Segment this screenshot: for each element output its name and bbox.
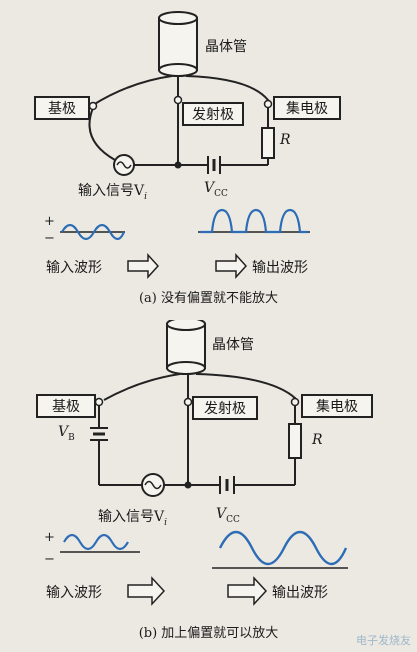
collector-box-b: 集电极 [301, 394, 373, 418]
vcc-label: VCC [204, 180, 228, 199]
transistor-label: 晶体管 [205, 39, 247, 55]
panel-b-with-bias: 晶体管 基极 发射极 集电极 R VB 输入信号Vi VCC + − 输入波形 … [0, 320, 417, 652]
input-signal-sub: i [144, 191, 148, 202]
base-box: 基极 [34, 96, 90, 120]
battery-vb [90, 427, 108, 441]
wires-b [98, 373, 296, 486]
battery-vcc-a [207, 156, 221, 174]
vcc-sub: CC [214, 188, 228, 199]
input-waveform-label-b: 输入波形 [46, 585, 102, 601]
watermark-logo: 电子发烧友 [356, 634, 411, 647]
arrow-input-b [127, 576, 166, 606]
input-waveform-label: 输入波形 [46, 260, 102, 276]
terminal-emitter-a [173, 95, 183, 105]
vb-label: VB [58, 424, 75, 443]
arrow-output-a [215, 253, 248, 279]
junction-dot [174, 161, 182, 169]
resistor-label-b: R [312, 432, 323, 448]
transistor-label-b: 晶体管 [212, 337, 254, 353]
vb-sub: B [68, 432, 75, 443]
caption-a: (a) 没有偏置就不能放大 [138, 291, 279, 306]
caption-b: (b) 加上偏置就可以放大 [138, 626, 279, 641]
output-waveform-label-b: 输出波形 [272, 585, 328, 601]
arrow-input-a [127, 253, 160, 279]
terminal-collector-b [290, 397, 300, 407]
vcc-sub-b: CC [226, 514, 240, 525]
input-waveform-a [60, 223, 126, 241]
resistor-label: R [280, 132, 291, 148]
plus-sign-b: + [44, 530, 55, 545]
transistor-a [158, 11, 198, 77]
input-signal-text-b: 输入信号V [98, 509, 165, 525]
battery-vcc-b [219, 476, 235, 494]
ac-source-a [113, 154, 135, 176]
transistor-b [166, 320, 206, 375]
terminal-base-a [88, 101, 98, 111]
minus-sign-b: − [44, 552, 55, 567]
vcc-label-b: VCC [216, 506, 240, 525]
resistor-b [288, 423, 302, 459]
emitter-box: 发射极 [182, 102, 244, 126]
output-waveform-b [212, 530, 348, 569]
circuit-b-drawing [60, 320, 348, 606]
emitter-box-b: 发射极 [192, 396, 258, 420]
vcc-text: V [204, 180, 215, 196]
terminal-collector-a [263, 99, 273, 109]
output-waveform-a [198, 208, 310, 234]
terminal-emitter-b [183, 397, 193, 407]
vcc-text-b: V [216, 506, 227, 522]
minus-sign: − [44, 231, 55, 246]
output-waveform-label: 输出波形 [252, 260, 308, 276]
circuit-a-drawing [60, 11, 310, 279]
input-signal-sub-b: i [164, 517, 168, 528]
input-signal-label: 输入信号Vi [78, 180, 147, 202]
junction-dot-b [184, 481, 192, 489]
arrow-output-b [227, 576, 268, 606]
resistor-a [261, 127, 275, 159]
input-waveform-b [60, 533, 140, 553]
input-signal-text: 输入信号V [78, 183, 145, 199]
vb-text: V [58, 424, 69, 440]
collector-box: 集电极 [273, 96, 341, 120]
ac-source-b [141, 473, 165, 497]
base-box-b: 基极 [36, 394, 96, 418]
input-signal-label-b: 输入信号Vi [98, 506, 167, 528]
plus-sign: + [44, 214, 55, 229]
terminal-base-b [94, 397, 104, 407]
panel-a-no-bias: 晶体管 基极 发射极 集电极 R 输入信号Vi VCC + − 输入波形 输出波… [0, 0, 417, 320]
wires-a [88, 75, 269, 166]
